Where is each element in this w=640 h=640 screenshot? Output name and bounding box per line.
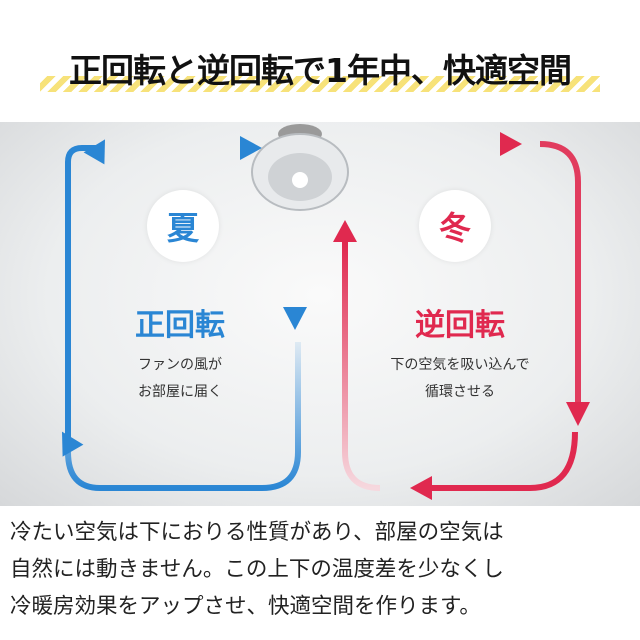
description-line: 冷たい空気は下におりる性質があり、部屋の空気は	[10, 520, 504, 545]
description-line: 自然には動きません。この上下の温度差を少なくし	[10, 557, 504, 582]
ceiling-fan-image	[251, 124, 349, 211]
airflow-arrows	[62, 124, 590, 500]
title-highlight-stripe	[40, 76, 600, 92]
airflow-diagram: 夏 冬 正回転 逆回転 ファンの風が お部屋に届く 下の空気を吸い込んで 循環さ…	[0, 122, 640, 506]
winter-arrowheads	[333, 132, 590, 500]
winter-badge: 冬	[419, 190, 491, 262]
winter-desc-line: 下の空気を吸い込んで	[390, 357, 530, 373]
summer-flow-arrows	[65, 145, 301, 491]
summer-badge: 夏	[147, 190, 219, 262]
description-line: 冷暖房効果をアップさせ、快適空間を作ります。	[10, 594, 481, 619]
winter-description: 下の空気を吸い込んで 循環させる	[350, 352, 570, 406]
winter-desc-line: 循環させる	[425, 384, 495, 400]
summer-description: ファンの風が お部屋に届く	[70, 352, 290, 406]
winter-mode-label: 逆回転	[415, 308, 505, 343]
description-text: 冷たい空気は下におりる性質があり、部屋の空気は 自然には動きません。この上下の温…	[10, 514, 635, 625]
summer-desc-line: ファンの風が	[138, 357, 222, 373]
page-title: 正回転と逆回転で1年中、快適空間	[69, 51, 572, 90]
summer-mode-label: 正回転	[135, 308, 225, 343]
summer-desc-line: お部屋に届く	[138, 384, 222, 400]
summer-arrowheads	[62, 136, 307, 457]
winter-flow-arrows	[342, 141, 581, 491]
